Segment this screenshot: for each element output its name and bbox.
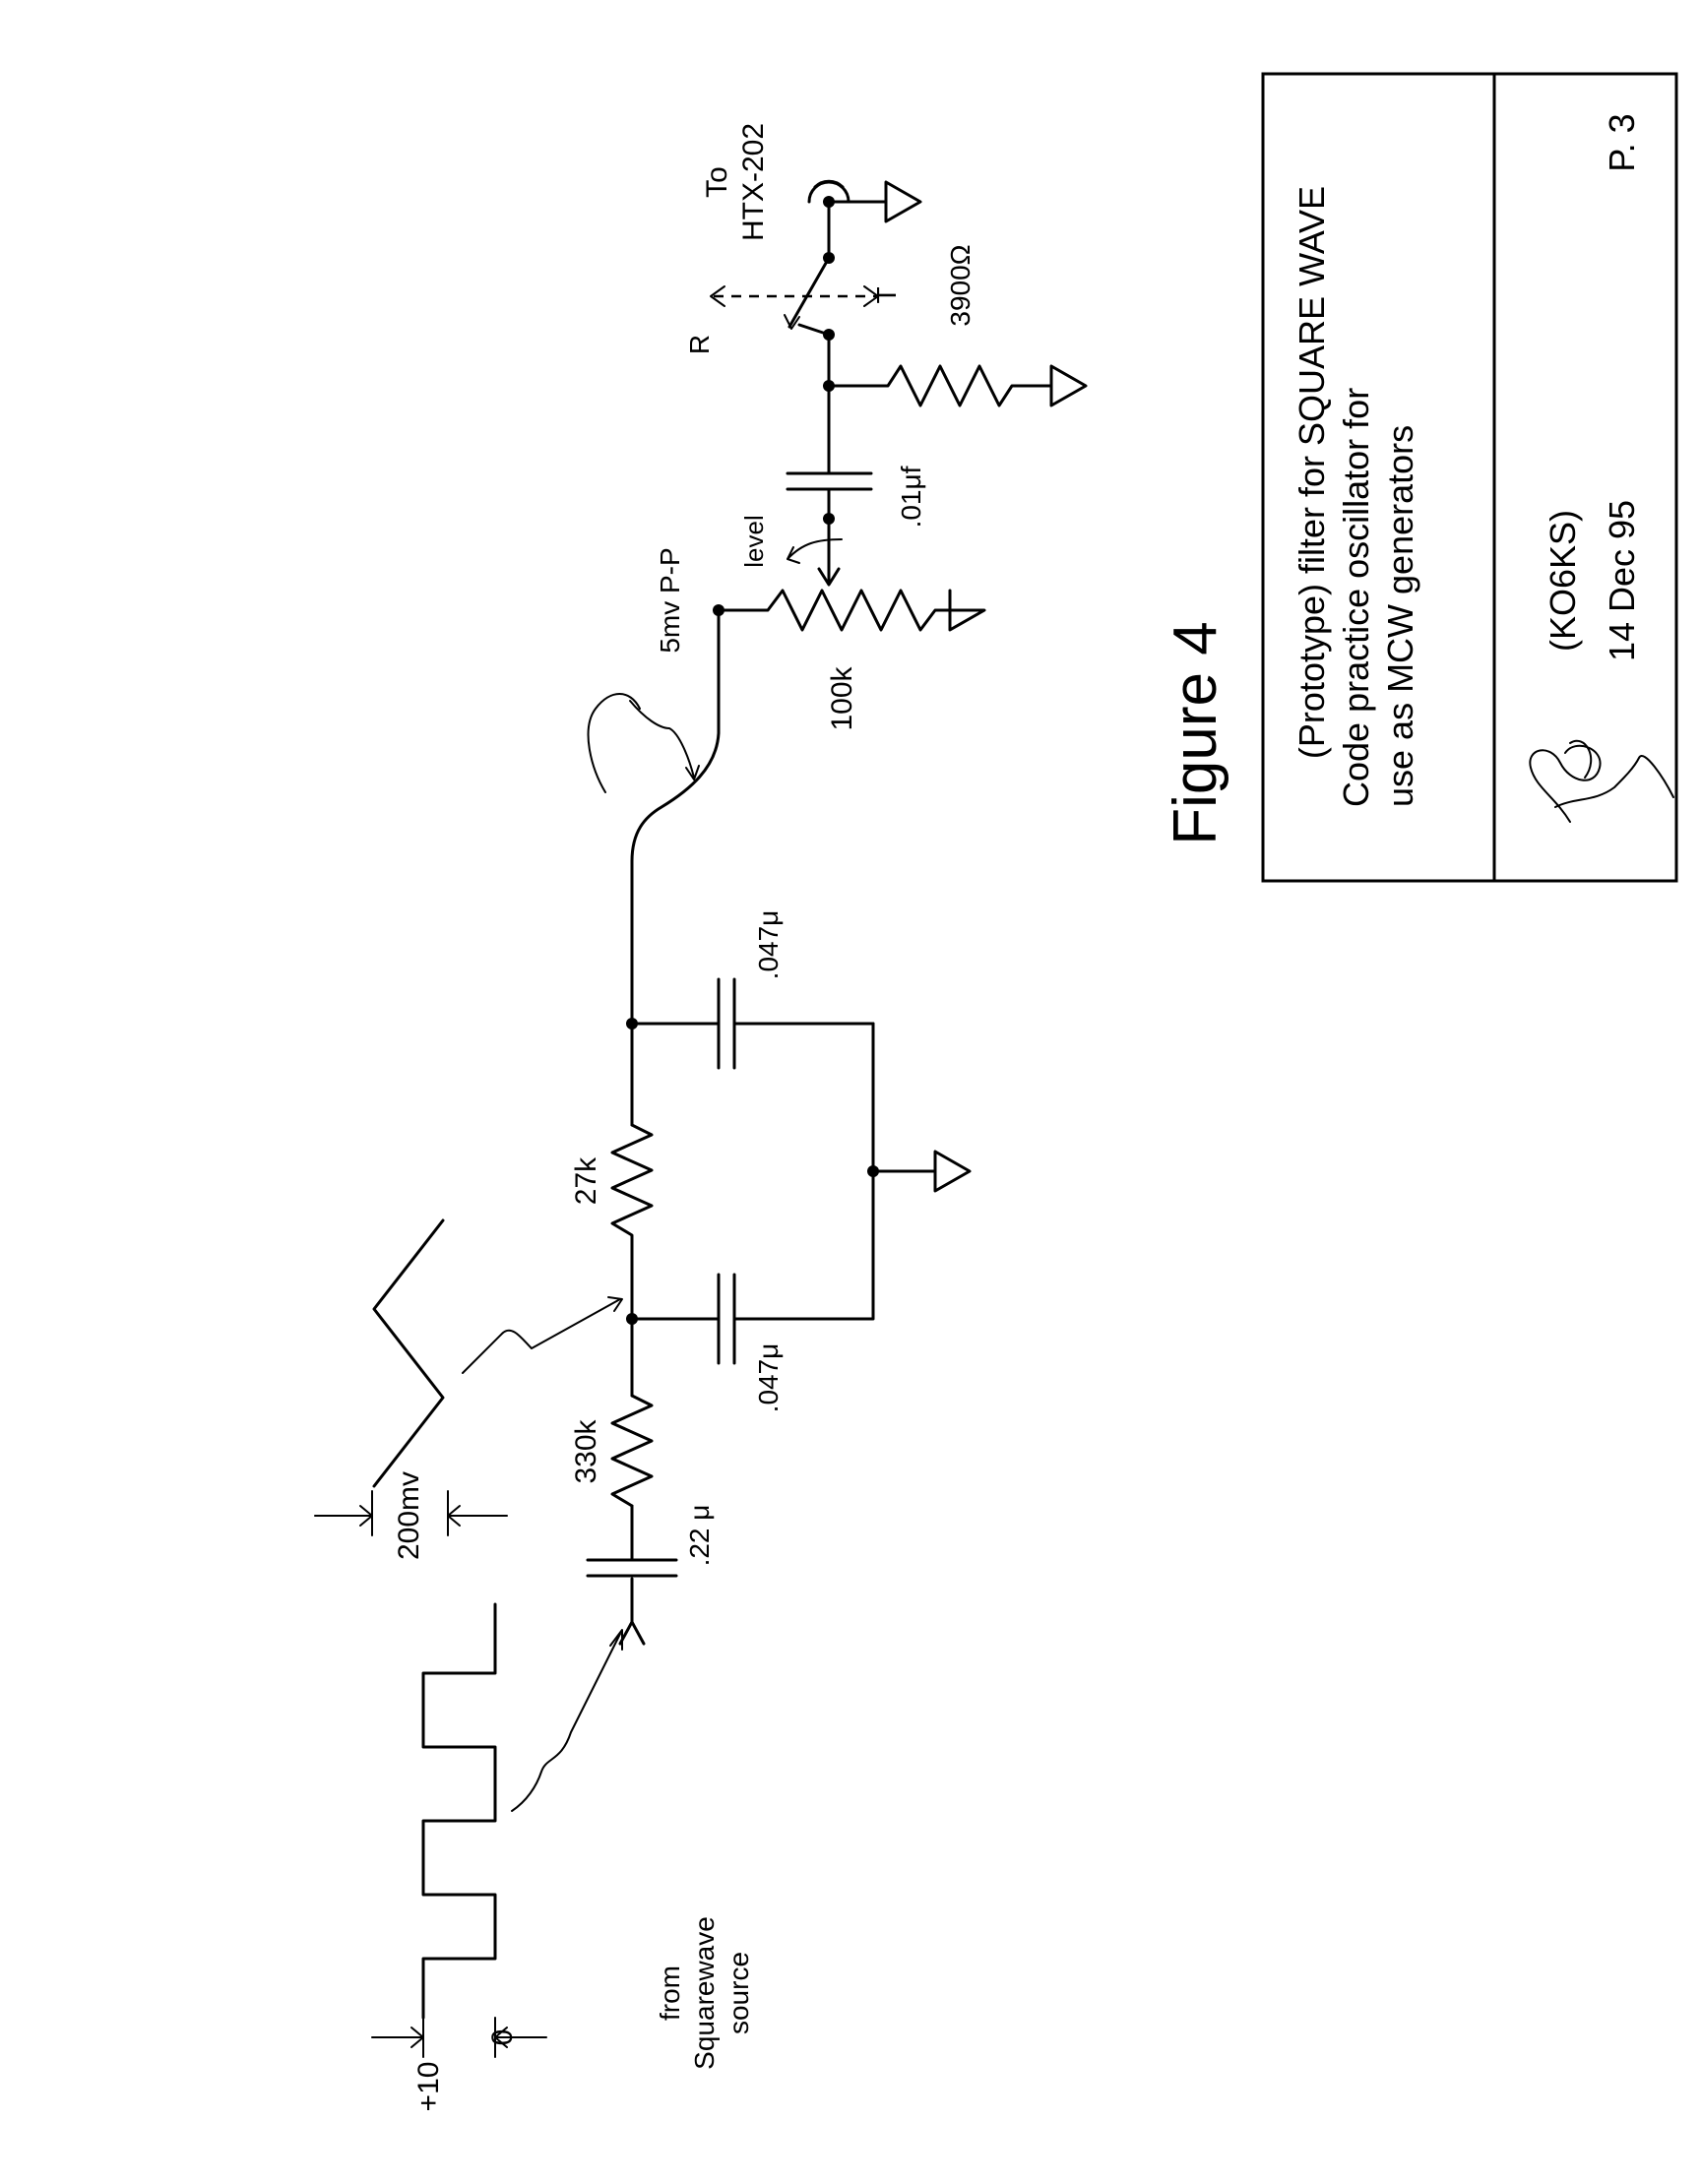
input-terminal-icon [618, 1620, 646, 1646]
title-line-3: use as MCW generators [1380, 425, 1420, 807]
ground-symbols [827, 180, 1088, 1193]
title-callsign: (KO6KS) [1543, 510, 1583, 652]
label-res-3900: 3900Ω [945, 244, 976, 326]
label-switch-t: T [871, 286, 902, 303]
rt-switch [710, 256, 879, 330]
label-plus10: +10 [412, 2062, 445, 2112]
title-line-1: (Prototype) filter for SQUARE WAVE [1292, 186, 1332, 759]
label-level: level [739, 515, 769, 567]
triangle-wave-icon [314, 1218, 623, 1536]
title-block: (Prototype) filter for SQUARE WAVE Code … [1261, 72, 1678, 883]
sine-wave-icon [587, 693, 700, 793]
junction-dots [626, 196, 879, 1325]
figure-title: Figure 4 [1162, 621, 1229, 844]
square-wave-icon [371, 1602, 623, 2058]
title-page: P. 3 [1602, 113, 1642, 171]
coax-connector-icon [807, 179, 850, 204]
signature-icon [1529, 739, 1674, 823]
label-200mv: 200mv [393, 1471, 425, 1560]
component-labels: +10 0 from Squarewave source 200mv .22 μ… [393, 123, 976, 2111]
label-cap-047-b: .047μ [753, 910, 784, 980]
label-cap-01: .01μf [896, 466, 926, 528]
title-date: 14 Dec 95 [1602, 500, 1642, 661]
label-to: To [701, 166, 733, 198]
label-res-27k: 27k [570, 1156, 602, 1205]
pot-wiper-arrow [787, 538, 843, 587]
label-zero: 0 [486, 2029, 519, 2046]
label-cap-047-a: .047μ [753, 1343, 784, 1413]
signal-path [586, 200, 1053, 1624]
label-source-2: Squarewave [689, 1916, 720, 2070]
label-switch-r: R [684, 335, 715, 354]
label-source-3: source [724, 1952, 754, 2034]
label-source-1: from [655, 1966, 685, 2021]
label-cap-022: .22 μ [684, 1505, 715, 1567]
label-res-330k: 330k [570, 1418, 602, 1483]
label-5mv: 5mv P-P [655, 547, 685, 653]
label-pot-100k: 100k [826, 665, 858, 730]
shunt-capacitors [630, 977, 937, 1365]
label-htx202: HTX-202 [737, 123, 770, 241]
title-line-2: Code practice oscillator for [1336, 388, 1376, 807]
